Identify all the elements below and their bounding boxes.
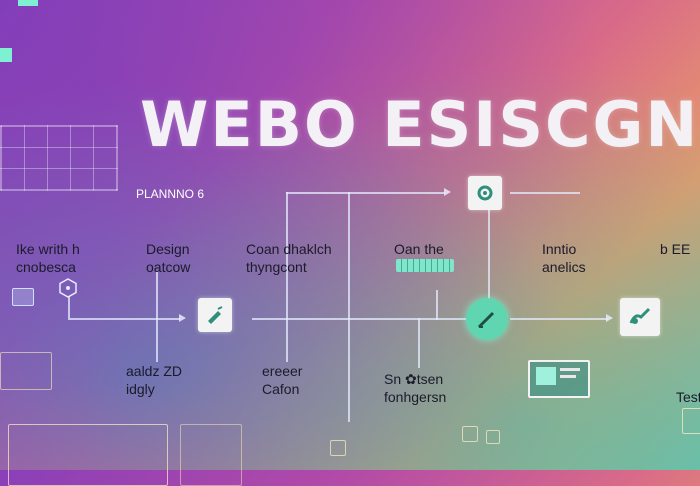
pen-icon (208, 306, 223, 324)
connector-line (286, 192, 446, 194)
connector-line (436, 290, 438, 320)
column-4-bottom: Sn ✿tsen fonhgersn (384, 371, 447, 405)
decorative-box (462, 426, 478, 442)
column-5-top: Inntio anelics (542, 241, 586, 275)
decorative-box (8, 424, 168, 486)
column-4-top: Oan the (394, 241, 444, 257)
page-title: WEBO ESISCGN (140, 88, 700, 161)
monitor-icon (528, 360, 590, 398)
gear-node[interactable] (468, 176, 502, 210)
column-6-top: b EE (660, 241, 691, 257)
connector-line (488, 210, 490, 310)
decorative-box (682, 408, 700, 434)
connector-line (510, 318, 608, 320)
window-icon (12, 288, 34, 306)
grid-decoration (0, 125, 118, 191)
design-node[interactable] (198, 298, 232, 332)
arrow-icon (606, 314, 613, 322)
connector-line (68, 318, 180, 320)
brush-node[interactable] (620, 298, 660, 336)
brush-icon (629, 307, 651, 324)
corner-square (18, 0, 38, 6)
connector-line (252, 318, 466, 320)
column-3-bottom: ereeer Cafon (262, 363, 303, 397)
background-overlay (0, 0, 700, 470)
column-2-top: Design oatcow (146, 241, 191, 275)
column-6-bottom: Test (676, 389, 700, 405)
decorative-box (330, 440, 346, 456)
decorative-box (486, 430, 500, 444)
connector-line (348, 192, 350, 422)
connector-line (286, 192, 288, 362)
column-1-top: Ike writh h cnobesca (16, 241, 80, 275)
gear-icon (477, 185, 493, 201)
connector-line (68, 296, 70, 318)
hexagon-icon (59, 278, 77, 298)
column-3-top: Coan dhaklch thyngcont (246, 241, 332, 275)
planning-label: PLANNNO 6 (136, 187, 205, 201)
connector-line (156, 272, 158, 362)
keyboard-icon (396, 259, 454, 272)
arrow-icon (444, 188, 451, 196)
arrow-icon (179, 314, 186, 322)
pencil-icon (477, 311, 495, 329)
connector-line (510, 192, 580, 194)
column-2-bottom: aaldz ZD idgly (126, 363, 183, 397)
connector-line (418, 318, 420, 368)
decorative-box (0, 352, 52, 390)
decorative-box (180, 424, 242, 486)
center-node[interactable] (466, 298, 508, 340)
corner-square (0, 48, 12, 62)
